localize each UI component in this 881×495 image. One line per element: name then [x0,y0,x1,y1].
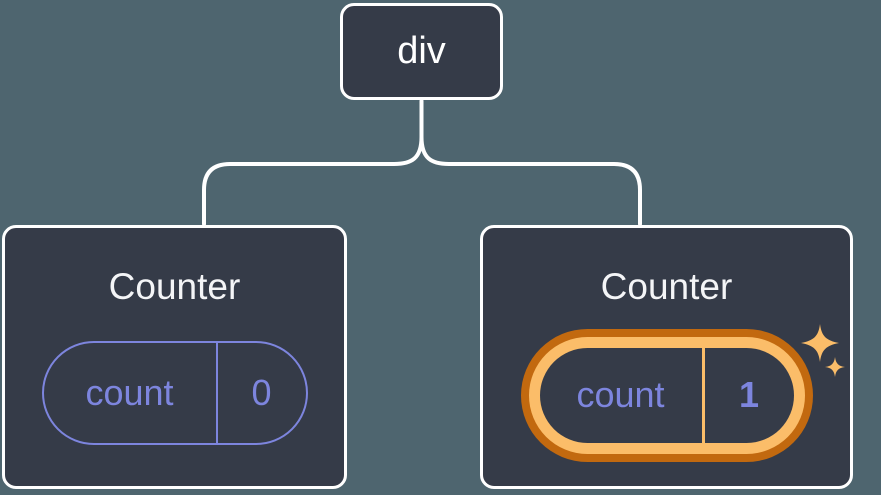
component-title: Counter [108,266,241,307]
tree-node-div: div [340,3,503,100]
state-pill-highlight-ring: count 1 [520,328,813,462]
state-pill: count 1 [539,347,794,443]
root-node-label: div [397,30,446,72]
state-pill-divider [215,342,218,443]
state-pill: count 0 [41,340,308,445]
state-value: 0 [251,371,272,413]
state-pill-highlight-ring-inner: count 1 [528,336,805,454]
state-value: 1 [738,374,760,416]
tree-node-counter-1: Counter count 1 [480,225,853,489]
state-key-label: count [85,371,174,413]
tree-node-counter-0: Counter count 0 [2,225,347,489]
component-title: Counter [600,266,733,307]
state-key-label: count [576,374,665,416]
state-pill-divider [701,347,705,443]
